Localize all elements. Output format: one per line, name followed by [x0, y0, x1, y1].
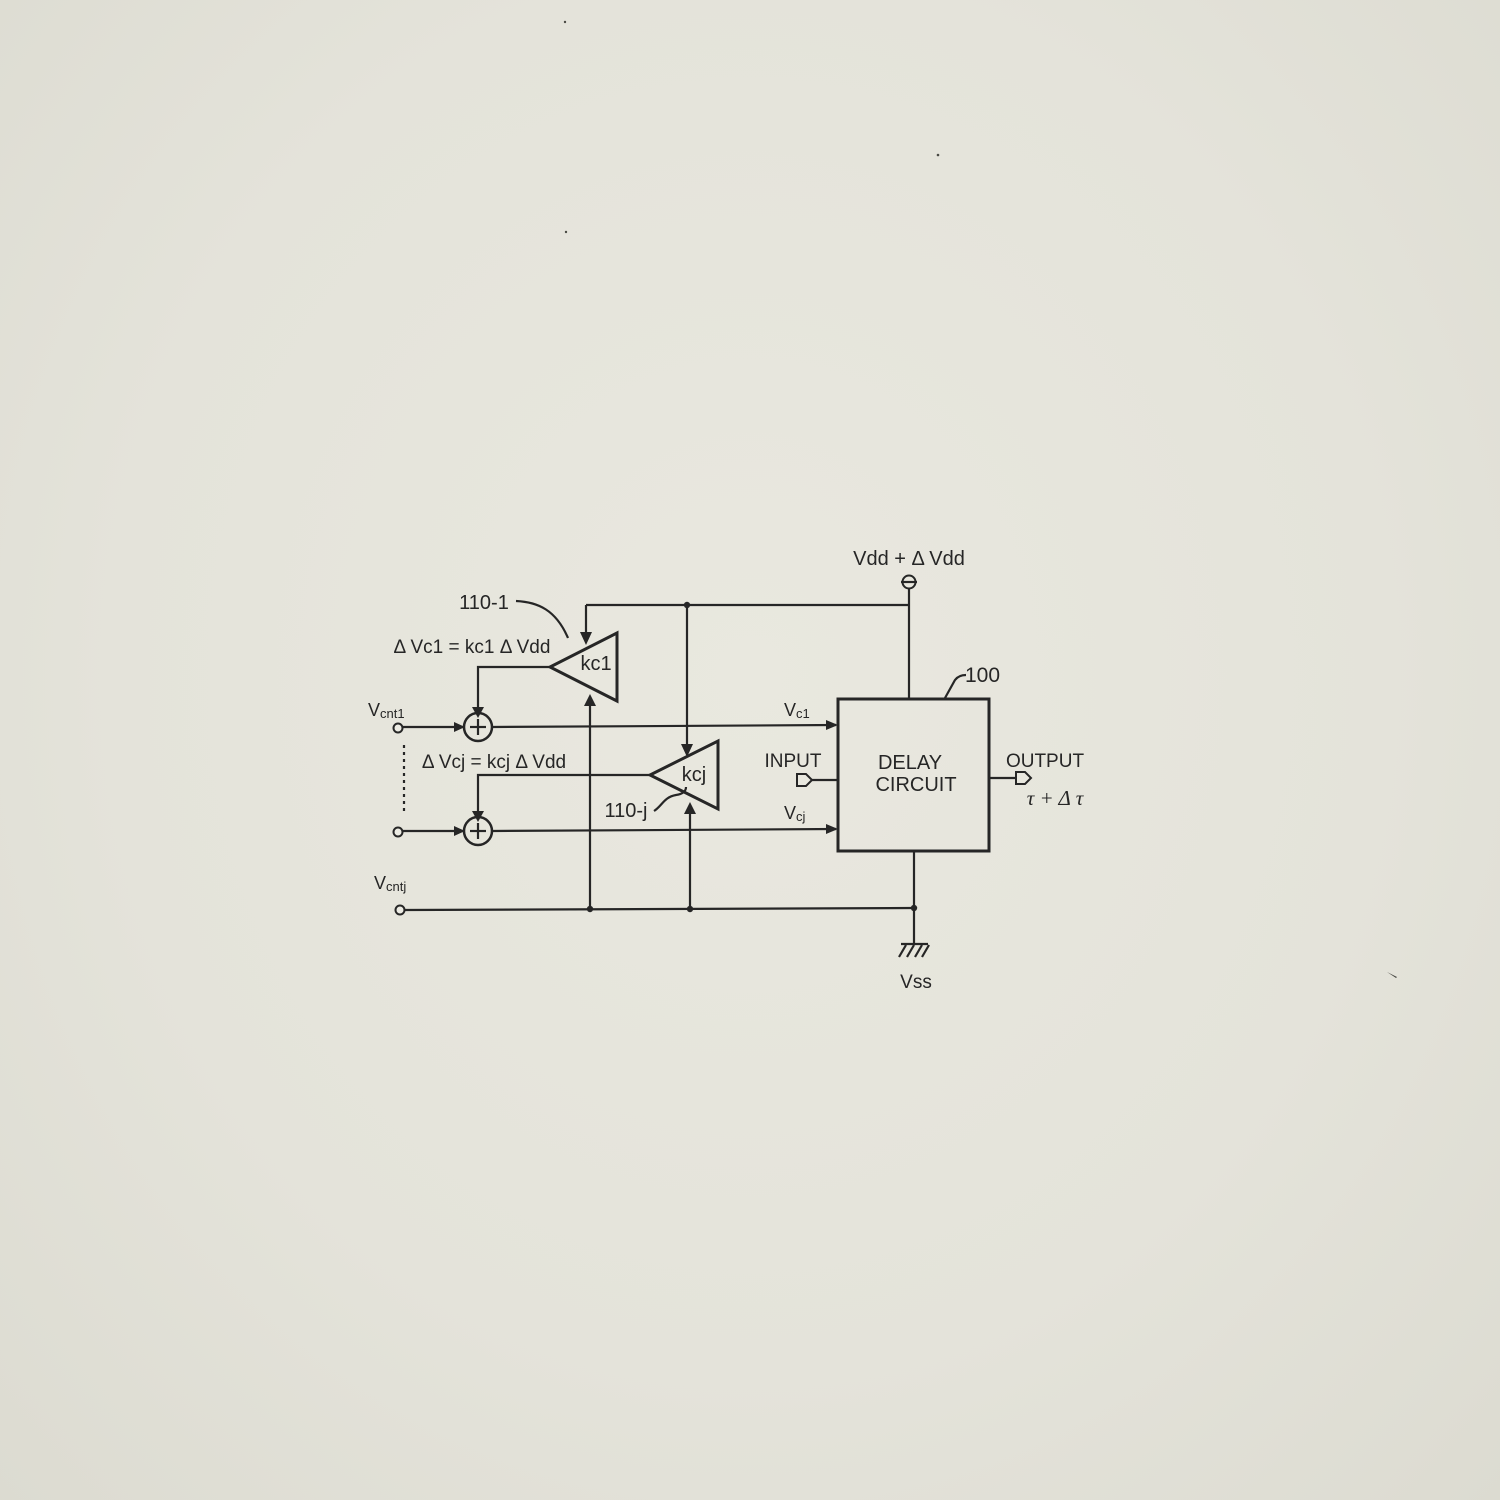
- wire-kcj-to-adderj: [476, 773, 650, 816]
- ground-rail: [403, 701, 918, 944]
- paper-speck: [563, 20, 567, 24]
- output-delay-value: τ + Δ τ: [1027, 786, 1085, 810]
- amplifier-kc1-ref: 110-1: [459, 592, 509, 614]
- supply-arrow-kcj: [681, 744, 693, 757]
- ground-label: Vss: [900, 972, 932, 993]
- label-vcntj: Vcntj: [374, 873, 406, 894]
- arrow-vcj: [826, 824, 838, 834]
- input-terminal-vcntj: [394, 904, 406, 916]
- label-vcnt1: Vcnt1: [368, 700, 405, 721]
- label-vc1: Vc1: [784, 700, 810, 721]
- wire-vcj: [491, 827, 837, 833]
- arrow-vcnt1: [454, 722, 465, 732]
- junction-dot: [683, 601, 691, 609]
- supply-label: Vdd + Δ Vdd: [853, 548, 965, 570]
- leader-line-110-1: [515, 599, 570, 639]
- wire-vc1: [491, 723, 837, 729]
- amplifier-kcj-ref: 110-j: [605, 800, 648, 822]
- supply-arrow-kc1: [580, 632, 592, 645]
- input-terminal-j: [392, 826, 404, 838]
- input-port-label: INPUT: [765, 751, 822, 772]
- amplifier-kcj-gain: kcj: [682, 764, 706, 786]
- output-port-label: OUTPUT: [1006, 751, 1085, 772]
- ground-arrow-kc1: [584, 694, 596, 706]
- delay-circuit-block: [836, 697, 991, 853]
- arrow-input-adderj: [454, 826, 465, 836]
- supply-terminal: [901, 574, 917, 590]
- ground-arrow-kcj: [684, 802, 696, 814]
- paper-speck: [936, 153, 940, 157]
- junction-dot: [586, 905, 594, 913]
- junction-dot: [910, 904, 918, 912]
- paper-speck: [1387, 972, 1397, 978]
- equation-kcj: Δ Vcj = kcj Δ Vdd: [422, 752, 566, 773]
- junction-dot: [686, 905, 694, 913]
- input-port-connector: [796, 773, 814, 787]
- input-terminal-vcnt1: [392, 722, 404, 734]
- leader-line-110-j: [653, 786, 688, 812]
- paper-speck: [564, 230, 568, 234]
- leader-line-100: [944, 673, 967, 699]
- wire-kc1-to-adder1: [476, 665, 550, 712]
- ground-symbol: [898, 942, 930, 958]
- amplifier-kc1-gain: kc1: [580, 653, 611, 675]
- amplifier-kc1: [546, 630, 619, 704]
- delay-circuit-ref: 100: [965, 664, 1000, 687]
- delay-circuit-title-line1: DELAY: [878, 752, 942, 774]
- delay-circuit-title-line2: CIRCUIT: [875, 774, 956, 796]
- equation-kc1: Δ Vc1 = kc1 Δ Vdd: [394, 637, 551, 658]
- label-vcj: Vcj: [784, 803, 806, 824]
- output-port-connector: [1015, 771, 1033, 785]
- arrow-vc1: [826, 720, 838, 730]
